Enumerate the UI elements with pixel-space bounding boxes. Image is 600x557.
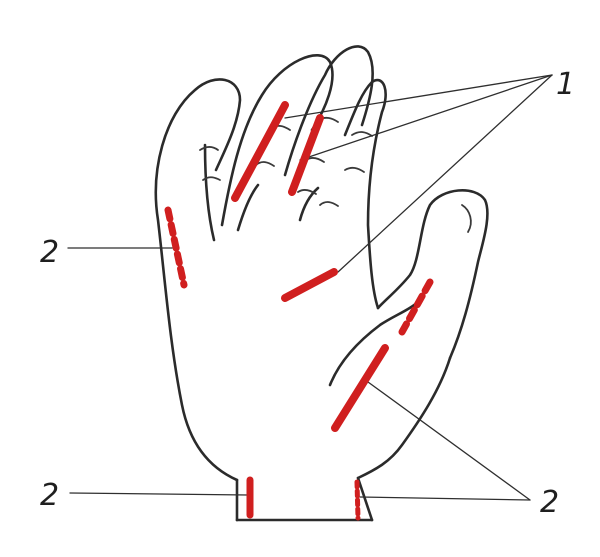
finger-joint-2	[298, 186, 320, 222]
label-2-bottom-right: 2	[540, 485, 559, 520]
marker-thumb-base	[331, 344, 389, 432]
crease-ring-2	[255, 161, 275, 167]
label-2-bottom-left: 2	[40, 478, 59, 513]
crease-index-3	[319, 201, 339, 207]
hand-outline	[154, 45, 489, 522]
label-2-left: 2	[40, 235, 59, 270]
leader-2-bottom-left	[69, 492, 249, 496]
finger-joint-1	[236, 183, 260, 232]
crease-middle-3	[297, 188, 317, 195]
red-markers	[164, 101, 434, 521]
ring-finger	[220, 54, 334, 227]
hand-left-edge	[154, 78, 242, 482]
crease-index-1	[351, 131, 373, 137]
crease-little-1	[199, 146, 219, 151]
crease-index-2	[344, 166, 365, 173]
marker-middle-finger	[288, 114, 324, 196]
leader-2-br-b	[359, 496, 531, 501]
thumb-nail	[461, 204, 472, 233]
thumb	[376, 189, 489, 360]
leader-1-b	[299, 74, 553, 161]
leader-lines	[67, 74, 553, 501]
marker-ring-finger	[231, 101, 289, 202]
index-finger	[343, 78, 387, 310]
wrist-right	[356, 476, 374, 522]
leader-1-c	[337, 74, 553, 273]
leader-1-a	[284, 74, 553, 119]
marker-wrist-right-dashed	[354, 479, 361, 521]
marker-palm	[281, 268, 338, 302]
label-1: 1	[556, 67, 575, 102]
marker-thumb-dashed	[398, 278, 434, 336]
labels: 1 2 2 2	[40, 67, 575, 520]
leader-2-br-a	[367, 381, 531, 501]
marker-little-finger-dashed	[164, 206, 188, 289]
thumb-web	[328, 298, 422, 387]
hand-right-edge	[356, 356, 452, 480]
little-finger-inner	[203, 143, 216, 242]
crease-little-2	[202, 176, 221, 181]
